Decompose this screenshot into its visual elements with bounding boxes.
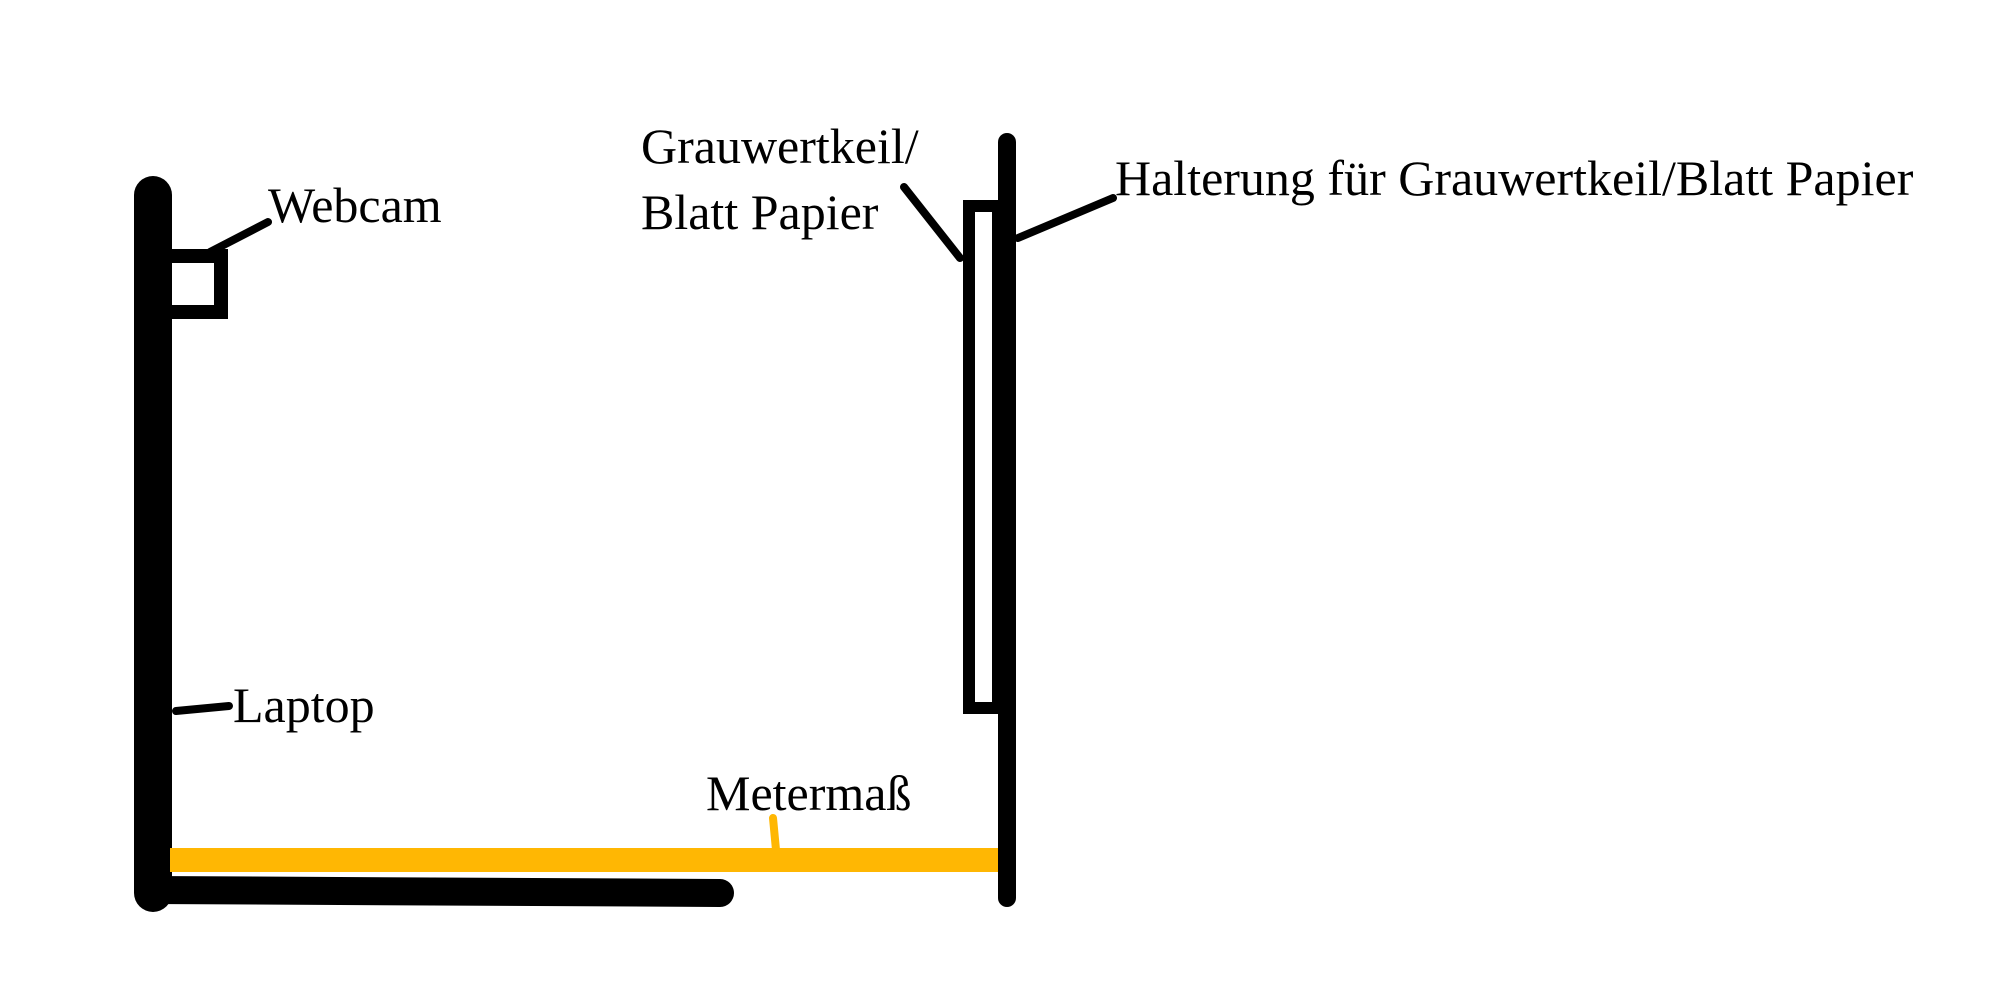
webcam-box	[158, 249, 228, 319]
laptop-base	[134, 876, 734, 907]
graukeil-label-line1: Grauwertkeil/	[641, 118, 919, 174]
webcam-label: Webcam	[268, 177, 442, 233]
graukeil-leader	[900, 183, 964, 262]
webcam-leader	[206, 218, 272, 256]
halterung-leader	[1014, 194, 1117, 242]
halterung-label: Halterung für Grauwertkeil/Blatt Papier	[1115, 150, 1914, 206]
metermass-label: Metermaß	[706, 765, 911, 821]
laptop-label: Laptop	[233, 677, 375, 733]
laptop-leader	[172, 702, 233, 715]
graukeil-label-line2: Blatt Papier	[641, 184, 879, 240]
gray-wedge-sheet	[963, 200, 1004, 714]
metermass-pointer	[769, 814, 780, 854]
